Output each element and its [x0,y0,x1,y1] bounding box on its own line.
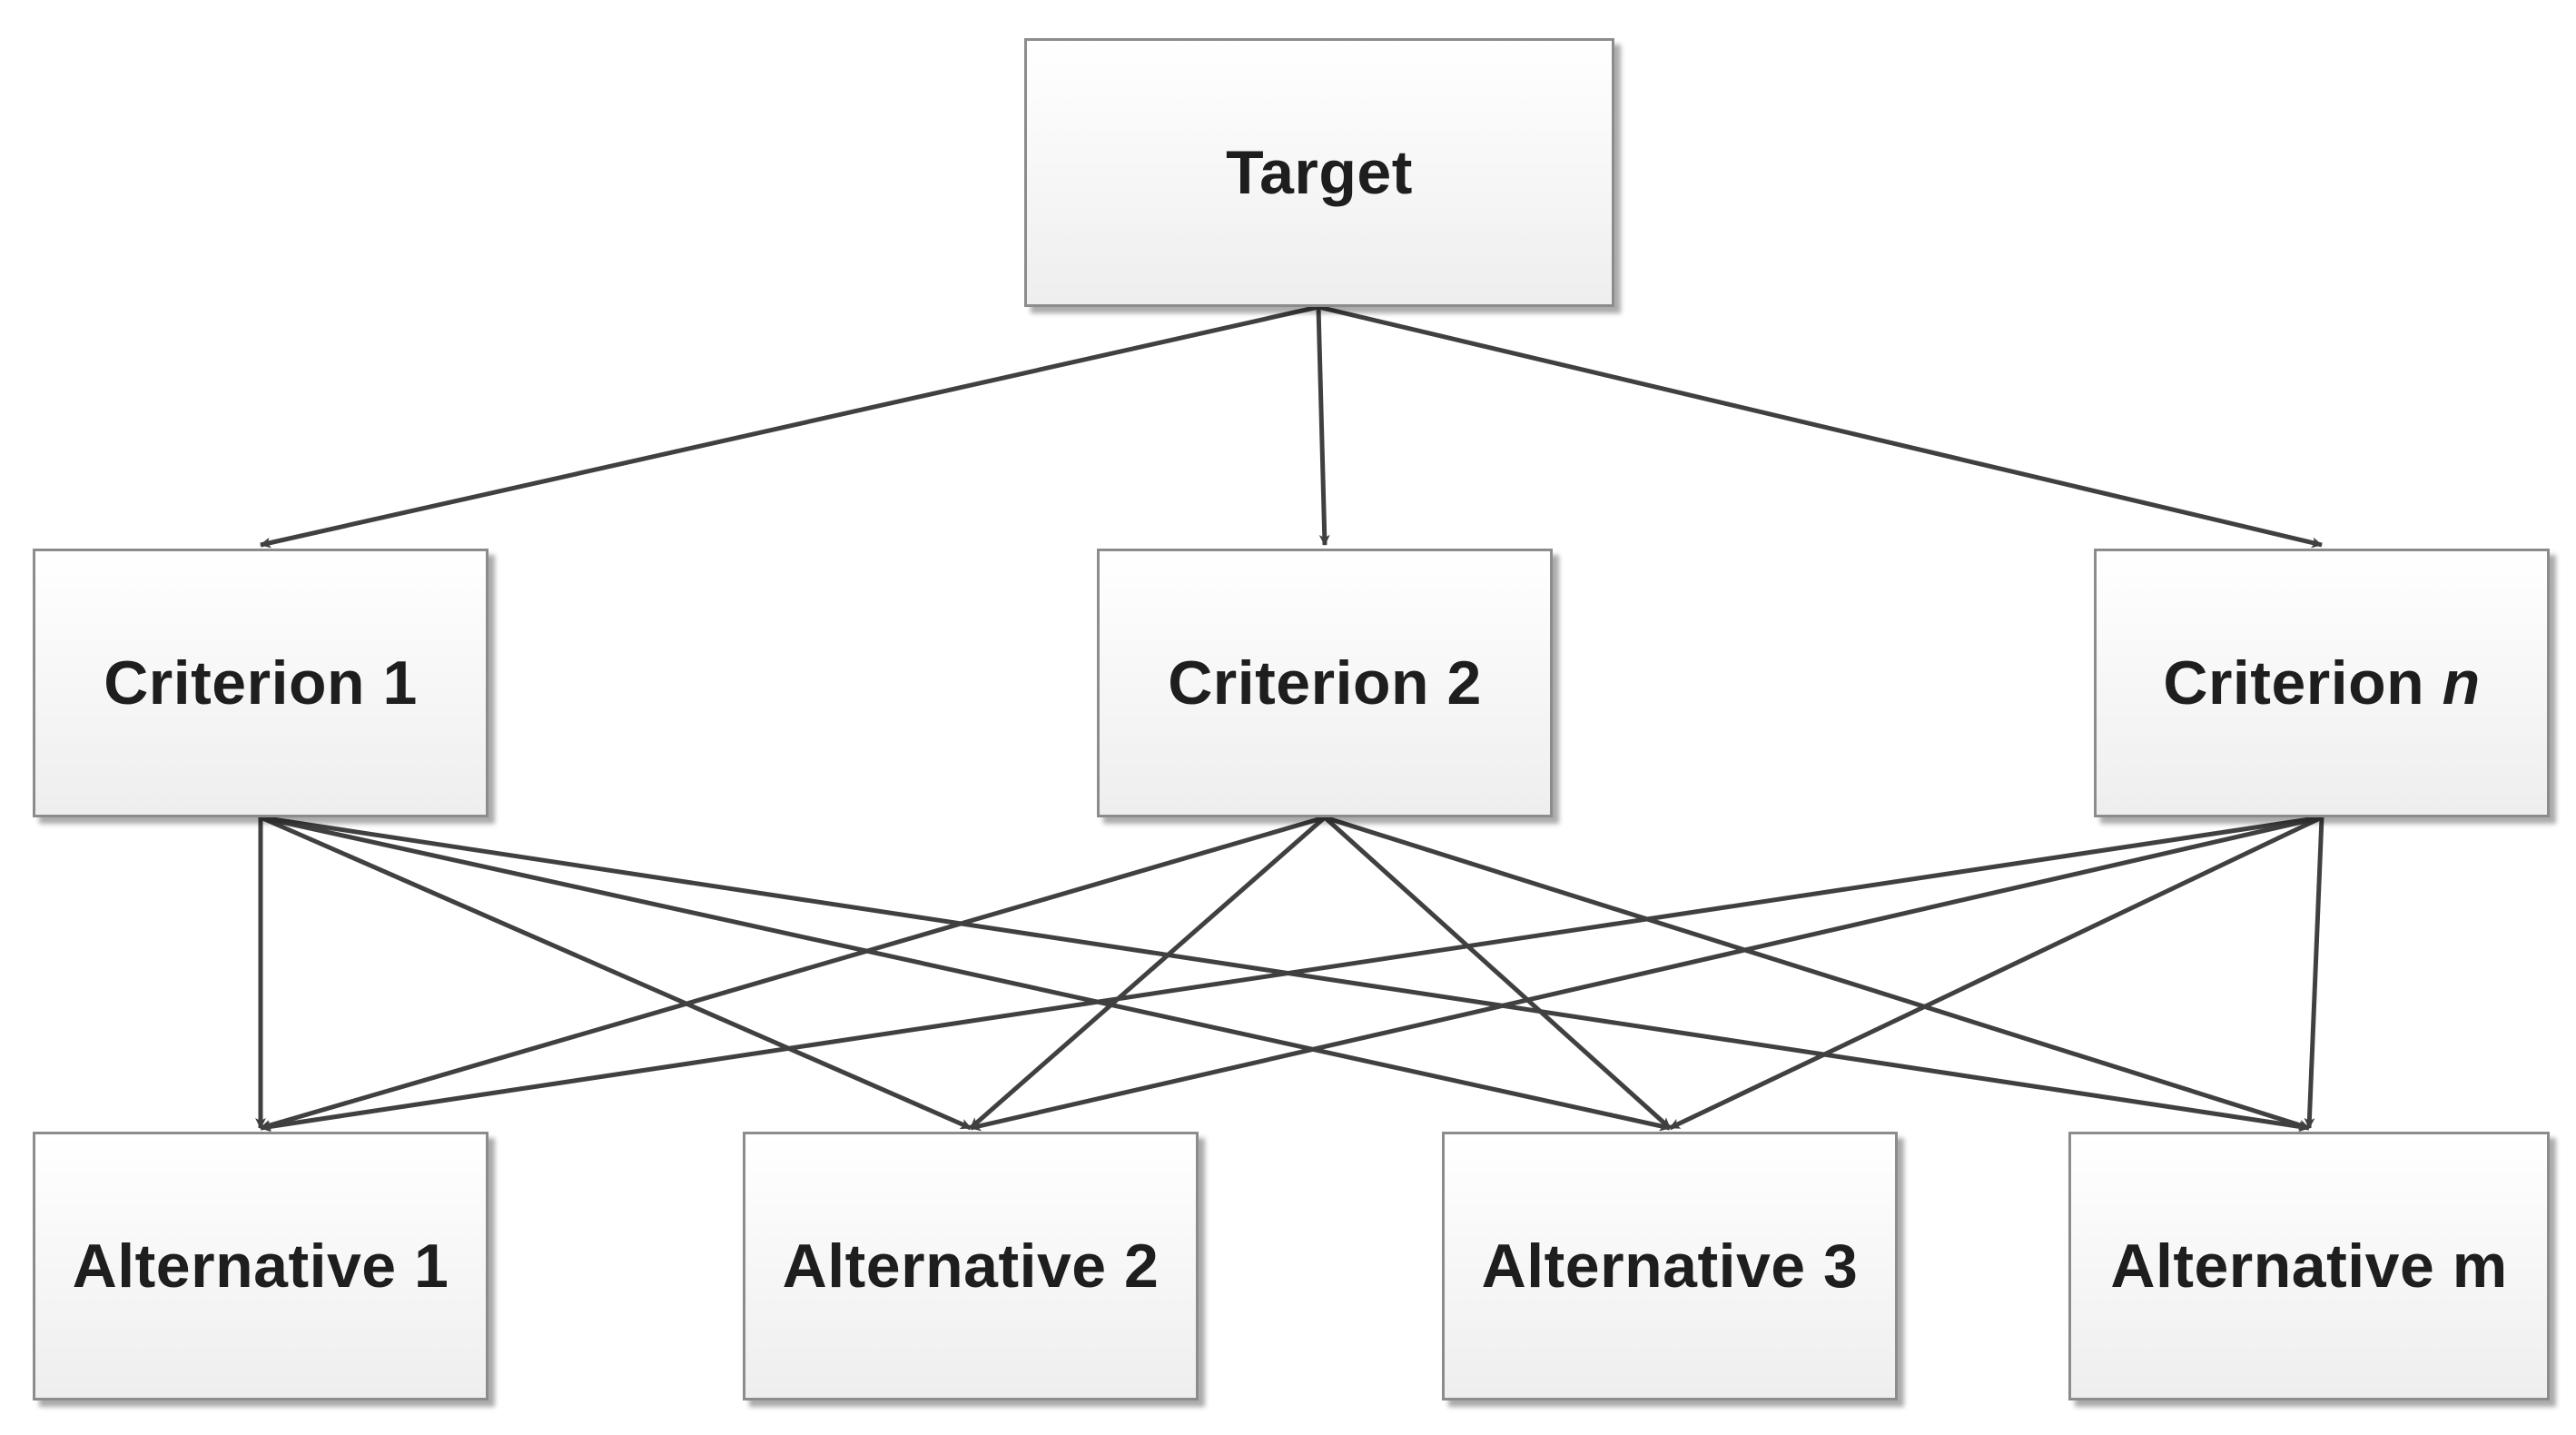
alternative-3-label: Alternative 3 [1481,1232,1859,1301]
criterion-1-label: Criterion 1 [104,648,418,718]
alternative-2-label: Alternative 2 [782,1232,1160,1301]
edge-criterion-1-to-alternative-2 [259,815,972,1131]
edge-criterion-n-to-alternative-1 [260,815,2323,1133]
edge-criterion-n-to-alternative-m [2304,816,2324,1129]
alternative-m-node: Alternative m [2068,1132,2550,1400]
alternative-2-node: Alternative 2 [743,1132,1199,1400]
edge-target-to-criterion-n [1318,304,2323,549]
edge-criterion-1-to-alternative-3 [260,815,1671,1132]
alternative-1-label: Alternative 1 [72,1232,449,1301]
edge-target-to-criterion-2 [1316,306,1330,546]
edge-criterion-2-to-alternative-m [1324,815,2310,1131]
edge-criterion-2-to-alternative-2 [969,816,1327,1130]
criterion-1-node: Criterion 1 [33,549,489,817]
edge-criterion-2-to-alternative-1 [260,815,1326,1131]
criterion-n-variable: n [2442,648,2481,718]
edge-criterion-n-to-alternative-2 [970,815,2323,1132]
criterion-n-label: Criterion n [2163,648,2480,718]
edge-target-to-criterion-1 [260,304,1319,549]
criterion-2-node: Criterion 2 [1097,549,1553,817]
edge-criterion-2-to-alternative-3 [1323,816,1672,1130]
edge-criterion-n-to-alternative-3 [1668,815,2324,1131]
alternative-1-node: Alternative 1 [33,1132,489,1400]
target-label: Target [1226,138,1413,207]
criterion-n-node: Criterion n [2094,549,2550,817]
alternative-m-label: Alternative m [2110,1232,2508,1301]
target-node: Target [1024,38,1614,307]
alternative-3-node: Alternative 3 [1442,1132,1898,1400]
criterion-2-label: Criterion 2 [1168,648,1482,718]
criterion-n-prefix: Criterion [2163,648,2443,718]
